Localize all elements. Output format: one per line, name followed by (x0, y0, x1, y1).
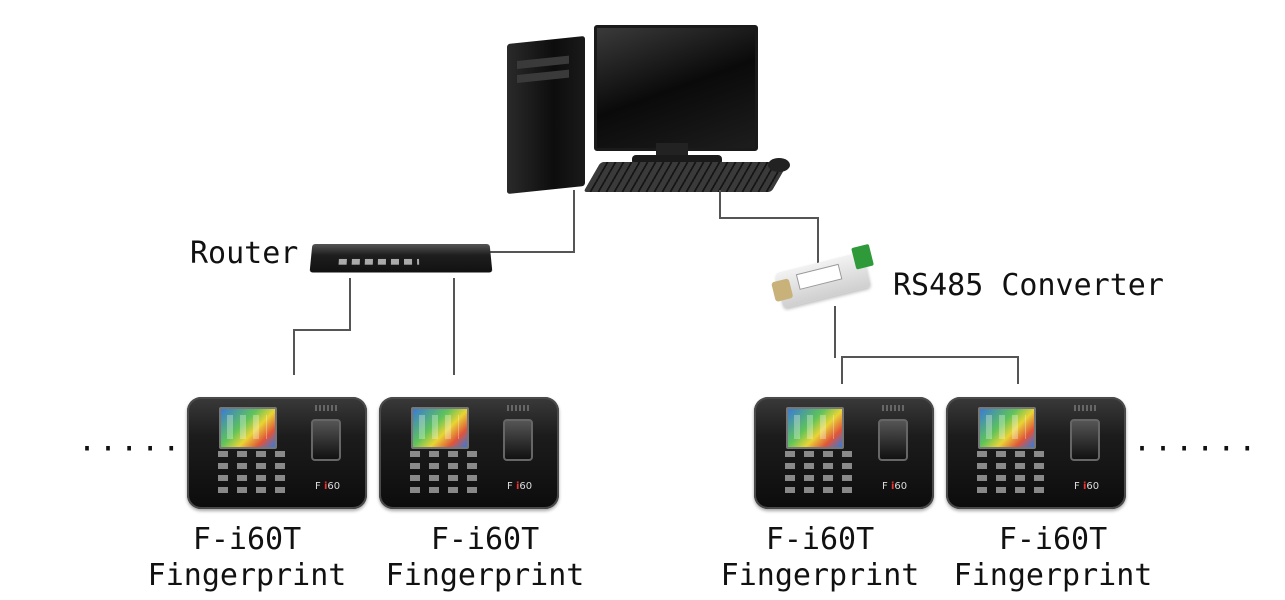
device-model: F-i60T (430, 522, 540, 557)
wire-computer-router-horizontal (488, 251, 575, 253)
wire-computer-converter-vertical-top (719, 190, 721, 218)
more-devices-left-ellipsis: ······ (78, 432, 205, 467)
router-label: Router (190, 236, 299, 271)
wire-converter-left-drop (841, 356, 843, 384)
more-devices-right-ellipsis: ······ (1133, 432, 1260, 467)
wire-router-right-vertical (453, 278, 455, 375)
wire-computer-router-vertical (573, 190, 575, 253)
wire-computer-converter-horizontal (719, 217, 819, 219)
mouse-icon (768, 158, 790, 172)
terminal-brand-mark: F i60 (882, 481, 908, 492)
wire-router-left-horizontal (293, 329, 351, 331)
wire-router-left-vertical (293, 329, 295, 375)
router-icon (309, 243, 493, 273)
device-label: F-i60T Fingerprint (946, 522, 1160, 594)
device-type: Fingerprint (385, 558, 585, 593)
fingerprint-terminal-icon: F i60 (379, 397, 559, 509)
wire-converter-vertical (834, 306, 836, 358)
device-label: F-i60T Fingerprint (378, 522, 592, 594)
rs485-converter-icon (771, 243, 874, 309)
keyboard-icon (583, 162, 789, 192)
wire-router-left-vertical-top (349, 278, 351, 330)
terminal-brand-mark: F i60 (507, 481, 533, 492)
wire-computer-converter-vertical (817, 217, 819, 267)
computer-tower-icon (507, 35, 585, 195)
converter-label: RS485 Converter (893, 268, 1164, 303)
monitor-icon (594, 25, 758, 151)
device-type: Fingerprint (720, 558, 920, 593)
fingerprint-terminal-icon: F i60 (187, 397, 367, 509)
device-model: F-i60T (192, 522, 302, 557)
device-type: Fingerprint (953, 558, 1153, 593)
device-label: F-i60T Fingerprint (713, 522, 927, 594)
wire-converter-horizontal (841, 356, 1019, 358)
device-label: F-i60T Fingerprint (140, 522, 354, 594)
terminal-brand-mark: F i60 (315, 481, 341, 492)
device-model: F-i60T (765, 522, 875, 557)
fingerprint-terminal-icon: F i60 (754, 397, 934, 509)
device-type: Fingerprint (147, 558, 347, 593)
terminal-brand-mark: F i60 (1074, 481, 1100, 492)
device-model: F-i60T (998, 522, 1108, 557)
fingerprint-terminal-icon: F i60 (946, 397, 1126, 509)
wire-converter-right-drop (1017, 356, 1019, 384)
